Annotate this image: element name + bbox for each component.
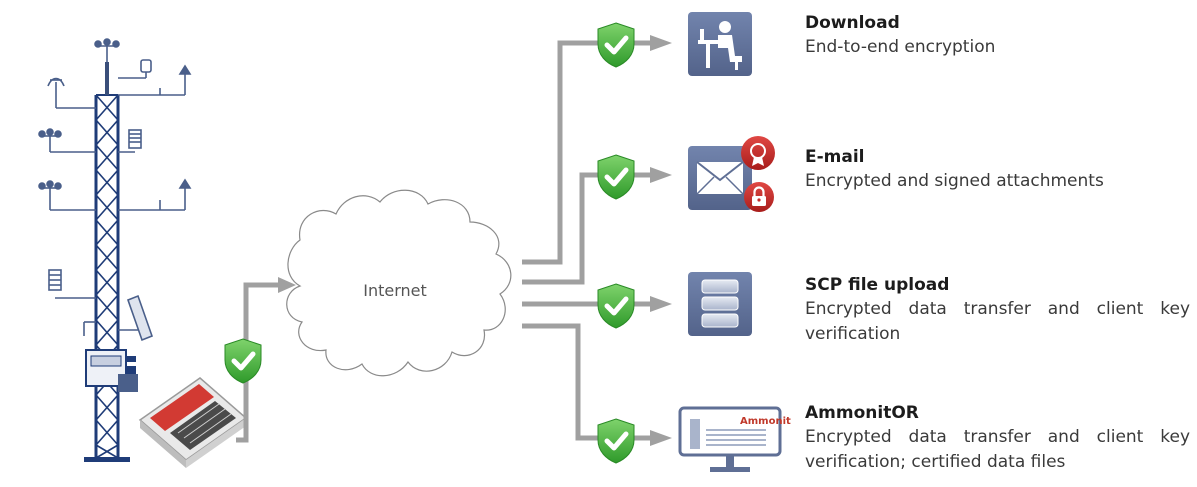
padlock-seal-icon <box>744 182 774 212</box>
tower-sensors <box>38 38 192 342</box>
sensor-box-icon <box>118 59 152 79</box>
ammonit-brand-text: Ammonit <box>740 416 791 427</box>
anemometer-icon <box>94 38 120 62</box>
data-logger-device-icon <box>138 377 248 468</box>
certificate-seal-icon <box>741 136 775 170</box>
internet-to-outputs-connectors <box>522 40 652 441</box>
user-at-desk-icon <box>688 12 752 76</box>
internet-label: Internet <box>363 281 427 300</box>
output-ammonitor: AmmonitOR Encrypted data transfer and cl… <box>805 401 1190 475</box>
output-title: SCP file upload <box>805 275 950 295</box>
radiation-shield-icon <box>128 129 142 149</box>
wind-vane-icon <box>178 178 192 210</box>
secure-connection-shield-icon <box>598 155 634 199</box>
database-icon <box>688 272 752 336</box>
output-email: E-mail Encrypted and signed attachments <box>805 145 1190 194</box>
internet-cloud <box>286 189 512 377</box>
solar-panel-icon <box>118 294 154 342</box>
secure-connection-shield-icon <box>598 284 634 328</box>
wind-vane-icon <box>178 64 192 95</box>
connector-arrowheads <box>650 35 672 446</box>
secure-connection-shield-icon <box>598 23 634 67</box>
secure-connection-shield-icon <box>598 419 634 463</box>
output-title: Download <box>805 13 900 33</box>
anemometer-icon <box>38 128 62 152</box>
output-description: Encrypted data transfer and client key v… <box>805 427 1190 472</box>
wind-vane-icon <box>47 77 65 108</box>
output-description: Encrypted and signed attachments <box>805 171 1104 191</box>
radiation-shield-icon <box>48 269 62 291</box>
output-title: E-mail <box>805 147 865 167</box>
envelope-icon <box>688 146 752 210</box>
monitor-icon <box>678 406 782 472</box>
secure-connection-shield-icon <box>225 339 261 383</box>
output-title: AmmonitOR <box>805 403 919 423</box>
output-description: Encrypted data transfer and client key v… <box>805 299 1190 344</box>
output-description: End-to-end encryption <box>805 37 996 57</box>
anemometer-icon <box>38 180 62 210</box>
output-download: Download End-to-end encryption <box>805 11 1190 60</box>
met-mast-tower <box>84 62 130 462</box>
logger-cabinet-icon <box>85 349 138 392</box>
output-scp-upload: SCP file upload Encrypted data transfer … <box>805 273 1190 347</box>
